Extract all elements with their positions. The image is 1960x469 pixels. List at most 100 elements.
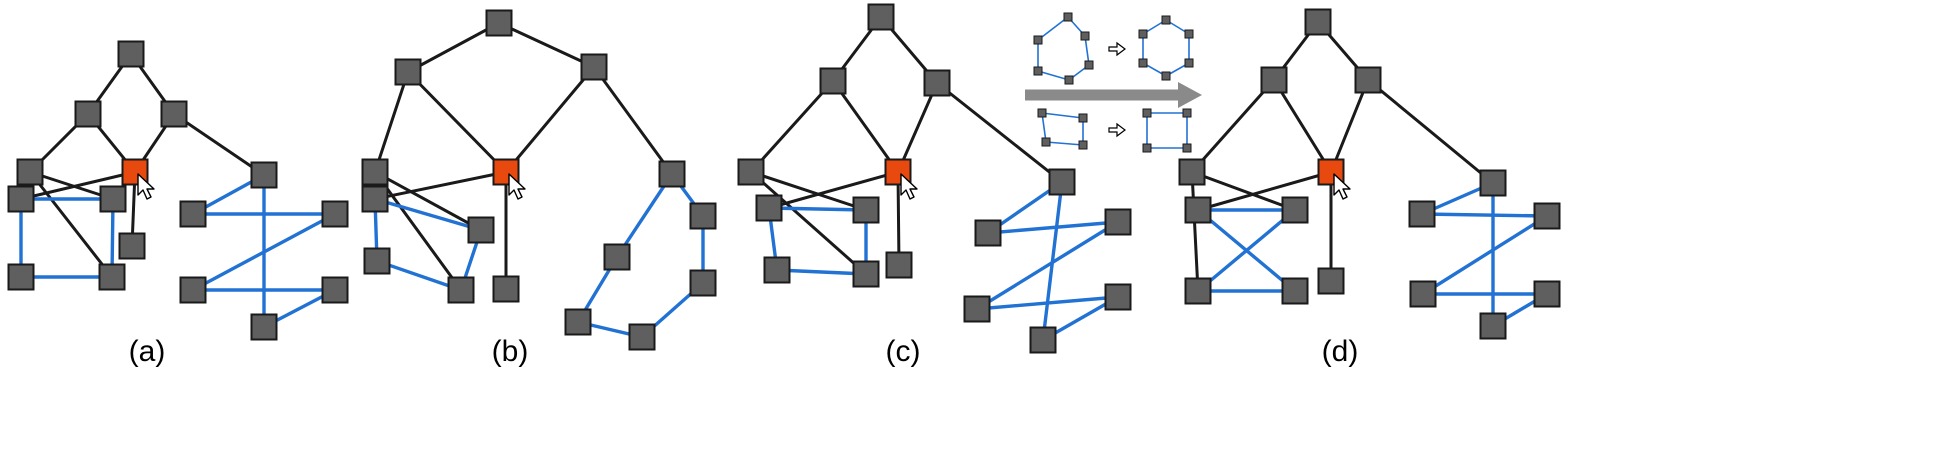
tree-edge [19,170,137,201]
graph-node[interactable] [689,202,717,230]
graph-node[interactable] [321,200,349,228]
graph-node[interactable] [361,185,389,213]
graph-node[interactable] [1533,280,1561,308]
graph-node[interactable] [852,196,880,224]
graph-node[interactable] [819,67,847,95]
cursor-arrow-icon [137,173,155,200]
graph-node[interactable] [885,251,913,279]
graph-node[interactable] [580,53,608,81]
graph-node[interactable] [361,158,389,186]
graph-node[interactable] [564,308,592,336]
graph-node[interactable] [603,243,631,271]
cycle-edge [1045,141,1084,146]
graph-node [1078,113,1088,123]
graph-node[interactable] [179,200,207,228]
graph-node[interactable] [867,3,895,31]
graph-node[interactable] [1479,312,1507,340]
graph-node[interactable] [1354,66,1382,94]
cycle-edge [373,197,483,232]
tree-edge [406,21,501,74]
cycle-edge [615,172,674,259]
gray-right-arrow-head [1178,82,1202,108]
graph-node[interactable] [1479,169,1507,197]
graph-node[interactable] [467,216,495,244]
graph-node[interactable] [1281,196,1309,224]
graph-node[interactable] [658,160,686,188]
graph-node[interactable] [1317,267,1345,295]
graph-node[interactable] [321,276,349,304]
graph-node[interactable] [923,69,951,97]
graph-node [1080,31,1090,41]
graph-node[interactable] [160,100,188,128]
graph-node[interactable] [179,276,207,304]
selected-node[interactable] [884,158,912,186]
panel-b: (b) [361,9,717,368]
graph-node[interactable] [485,9,513,37]
tree-edge [935,81,1064,184]
graph-node[interactable] [7,185,35,213]
cycle-edge [1041,112,1047,143]
graph-node[interactable] [74,100,102,128]
graph-node[interactable] [1029,326,1057,354]
graph-node[interactable] [1178,158,1206,186]
graph-node[interactable] [1184,277,1212,305]
graph-node [1184,29,1194,39]
graph-node[interactable] [1409,280,1437,308]
graph-node[interactable] [1260,66,1288,94]
tree-edge [831,79,900,174]
graph-node [1084,60,1094,70]
graph-node[interactable] [763,256,791,284]
graph-node[interactable] [963,295,991,323]
graph-node[interactable] [16,158,44,186]
tree-edge [1190,170,1297,212]
graph-node[interactable] [447,276,475,304]
graph-node[interactable] [98,263,126,291]
graph-node[interactable] [737,158,765,186]
graph-node [1138,29,1148,39]
graph-node[interactable] [118,232,146,260]
tree-edge [592,65,674,176]
graph-node[interactable] [755,194,783,222]
tree-edge [1329,78,1370,174]
graph-node[interactable] [363,247,391,275]
graph-node[interactable] [1048,168,1076,196]
graph-node[interactable] [492,275,520,303]
hollow-right-arrow-icon [1108,41,1126,57]
tree-edge [896,170,901,267]
graph-node [1041,137,1051,147]
relaxation-inset [1025,12,1202,153]
graph-node[interactable] [394,58,422,86]
graph-node [1182,143,1192,153]
graph-node[interactable] [689,269,717,297]
graph-node [1033,35,1043,45]
tree-edge [1190,78,1276,174]
tree-edge [749,170,868,276]
graph-node [1161,71,1171,81]
cycle-edge [986,220,1120,235]
graph-node[interactable] [852,260,880,288]
graph-node[interactable] [1184,196,1212,224]
graph-node[interactable] [1408,200,1436,228]
graph-node[interactable] [7,263,35,291]
graph-node[interactable] [250,161,278,189]
graph-node[interactable] [99,185,127,213]
graph-node[interactable] [1104,283,1132,311]
graph-node[interactable] [628,323,656,351]
graph-node[interactable] [1281,277,1309,305]
graph-node[interactable] [1304,8,1332,36]
graph-node[interactable] [974,219,1002,247]
cycle-edge [1041,112,1084,119]
graph-node[interactable] [1104,208,1132,236]
panel-label-c: (c) [886,335,921,368]
cycle-edge [1037,70,1070,81]
graph-node[interactable] [117,40,145,68]
graph-node[interactable] [1533,202,1561,230]
tree-edge [373,170,483,232]
panel-a: (a) [7,40,349,368]
graph-node[interactable] [250,313,278,341]
graph-node [1182,108,1192,118]
cursor-arrow-icon [1333,173,1351,200]
cycle-edge [1420,212,1549,218]
graph-node [1078,140,1088,150]
